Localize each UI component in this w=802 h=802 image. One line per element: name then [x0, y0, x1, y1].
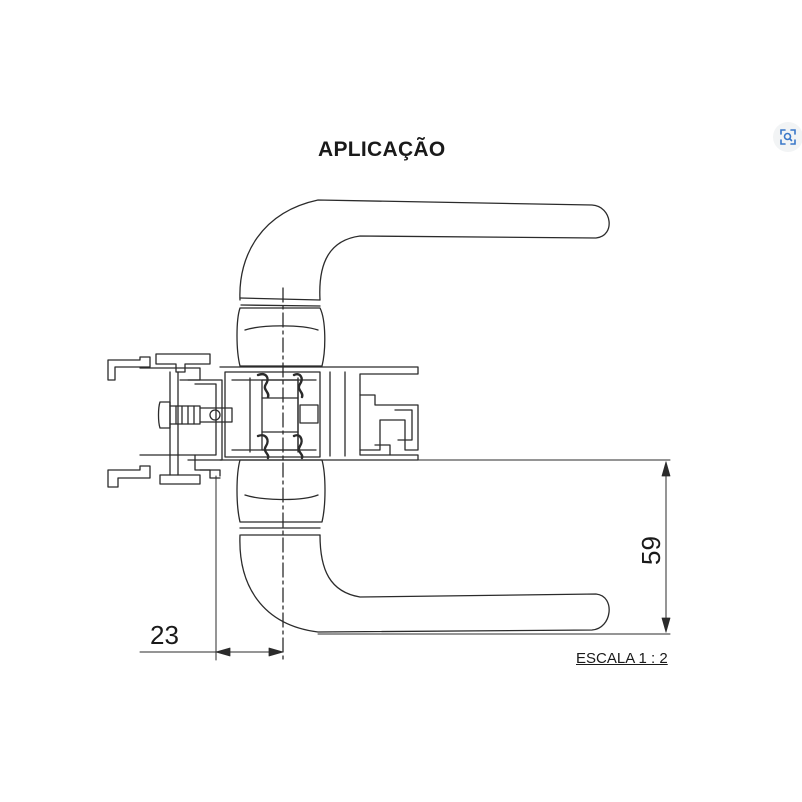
zoom-scan-icon [780, 129, 796, 145]
drawing-title: APLICAÇÃO [318, 138, 446, 161]
scale-label: ESCALA 1 : 2 [576, 650, 668, 667]
dimension-vertical-label: 59 [636, 536, 666, 565]
upper-handle-outer [239, 199, 610, 301]
upper-rose [236, 307, 326, 367]
dimension-horizontal-label: 23 [150, 620, 179, 650]
lower-rose [236, 459, 326, 523]
lower-handle-outer [239, 534, 610, 633]
screw [157, 401, 171, 429]
door-profile [219, 366, 419, 461]
frame-profile [107, 356, 151, 381]
mechanism-box [224, 371, 321, 458]
zoom-button[interactable] [773, 122, 802, 152]
